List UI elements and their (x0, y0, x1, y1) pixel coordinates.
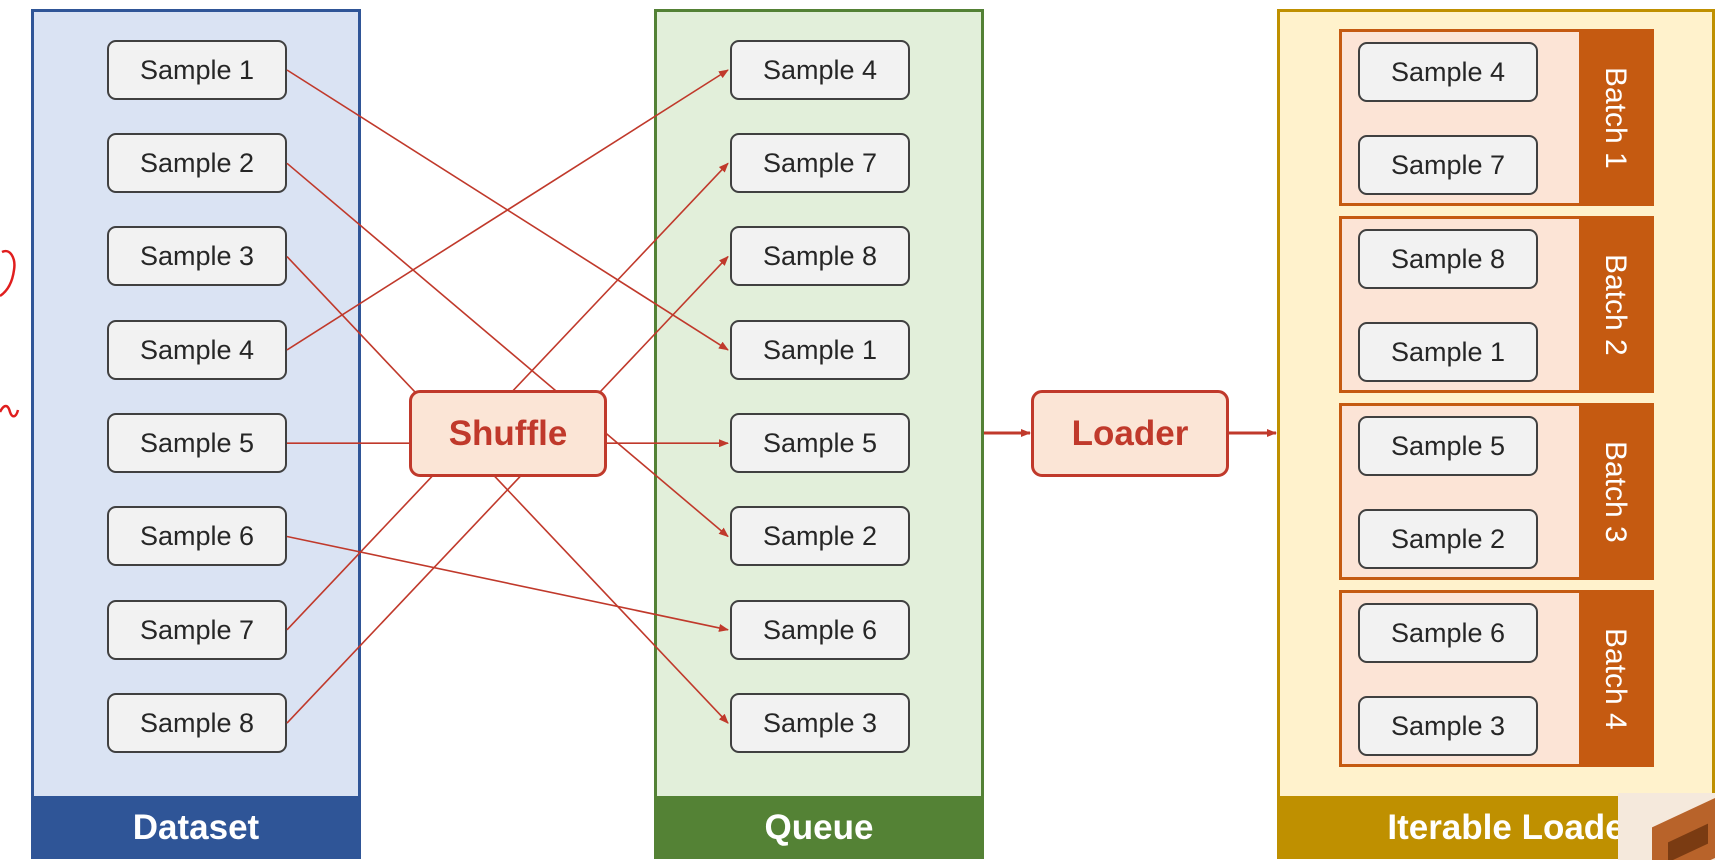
queue-sample: Sample 7 (730, 133, 910, 193)
dataset-title: Dataset (31, 796, 361, 859)
connection-arrow (286, 255, 729, 724)
batch-sample: Sample 8 (1358, 229, 1538, 289)
queue-sample: Sample 3 (730, 693, 910, 753)
dataset-sample: Sample 4 (107, 320, 287, 380)
connection-arrow (286, 69, 729, 351)
connection-arrow (286, 535, 729, 632)
dataset-sample: Sample 6 (107, 506, 287, 566)
queue-sample: Sample 6 (730, 600, 910, 660)
shuffle-node: Shuffle (409, 390, 607, 477)
webcam-overlay (1618, 793, 1715, 860)
queue-sample: Sample 5 (730, 413, 910, 473)
queue-sample: Sample 1 (730, 320, 910, 380)
queue-sample: Sample 8 (730, 226, 910, 286)
batch-label: Batch 4 (1579, 593, 1651, 764)
batch-sample: Sample 3 (1358, 696, 1538, 756)
loader-node: Loader (1031, 390, 1229, 477)
dataset-sample: Sample 1 (107, 40, 287, 100)
batch-label-text: Batch 1 (1599, 66, 1632, 169)
batch-label: Batch 3 (1579, 406, 1651, 577)
batch-sample: Sample 4 (1358, 42, 1538, 102)
batch-label-text: Batch 3 (1599, 440, 1632, 543)
dataset-sample: Sample 3 (107, 226, 287, 286)
batch-sample: Sample 5 (1358, 416, 1538, 476)
batch-sample: Sample 7 (1358, 135, 1538, 195)
queue-sample: Sample 2 (730, 506, 910, 566)
queue-sample: Sample 4 (730, 40, 910, 100)
queue-title: Queue (654, 796, 984, 859)
connection-arrow (286, 162, 729, 538)
dataset-sample: Sample 2 (107, 133, 287, 193)
batch-label: Batch 2 (1579, 219, 1651, 390)
batch-label: Batch 1 (1579, 32, 1651, 203)
dataset-sample: Sample 7 (107, 600, 287, 660)
batch-sample: Sample 2 (1358, 509, 1538, 569)
dataset-sample: Sample 8 (107, 693, 287, 753)
batch-label-text: Batch 2 (1599, 253, 1632, 356)
batch-sample: Sample 6 (1358, 603, 1538, 663)
batch-label-text: Batch 4 (1599, 627, 1632, 730)
batch-sample: Sample 1 (1358, 322, 1538, 382)
handwriting-mark (0, 249, 20, 418)
dataset-sample: Sample 5 (107, 413, 287, 473)
